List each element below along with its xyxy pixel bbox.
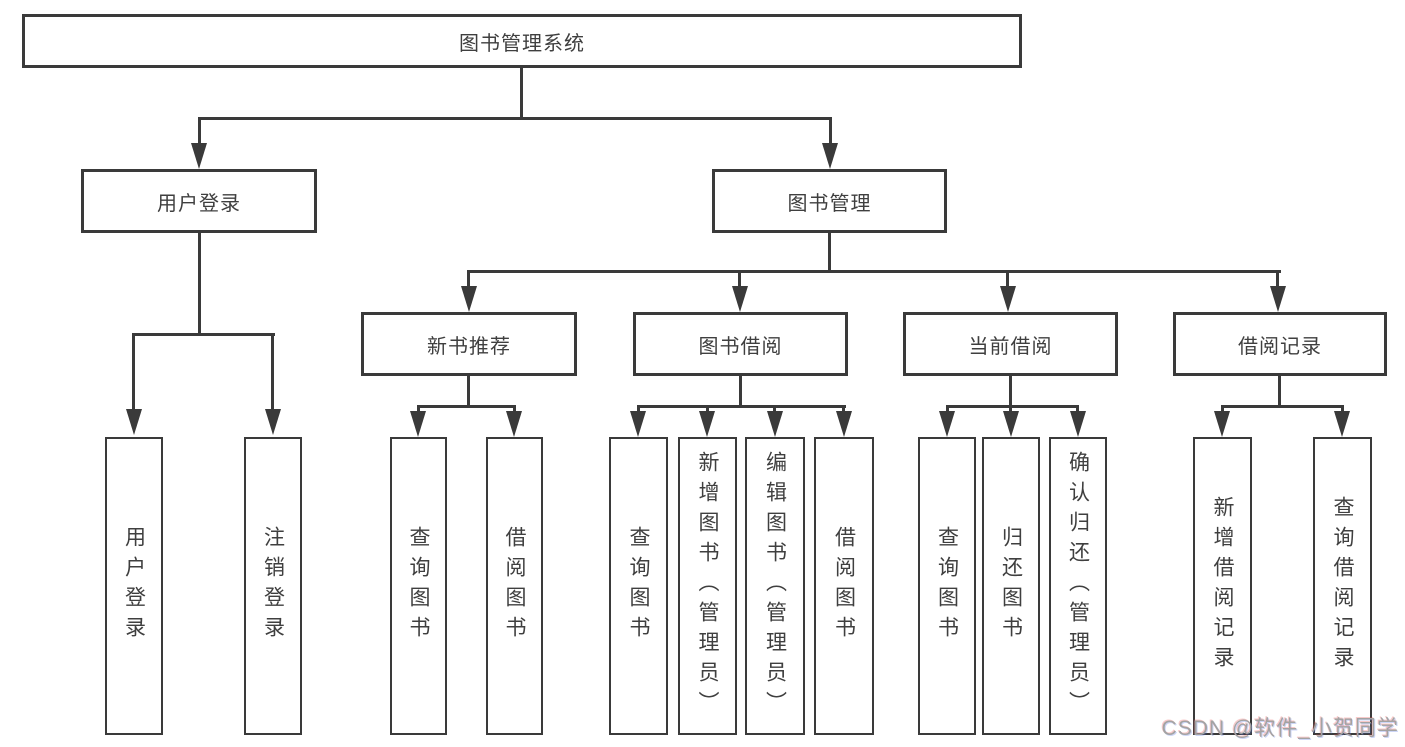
- leaf-newbook-borrow-books: 借阅图书: [486, 437, 543, 735]
- connector-line: [946, 405, 1079, 408]
- connector-line: [1009, 376, 1012, 408]
- node-book-management: 图书管理: [712, 169, 947, 233]
- connector-arrow: [630, 411, 646, 437]
- leaf-records-add-borrow-record: 新增借阅记录: [1193, 437, 1252, 735]
- connector-line: [1276, 270, 1279, 290]
- connector-line: [271, 333, 274, 411]
- node-current-borrowing: 当前借阅: [903, 312, 1118, 376]
- connector-line: [513, 405, 516, 414]
- connector-line: [198, 117, 201, 147]
- connector-line: [417, 405, 420, 414]
- connector-arrow: [461, 286, 477, 312]
- connector-line: [468, 270, 1281, 273]
- node-label: 查询图书: [627, 526, 650, 646]
- connector-line: [467, 376, 470, 408]
- connector-line: [773, 405, 776, 414]
- connector-line: [1278, 376, 1281, 408]
- connector-line: [637, 405, 846, 408]
- csdn-watermark: CSDN @软件_小贺同学: [1161, 717, 1399, 740]
- connector-line: [829, 117, 832, 147]
- connector-arrow: [265, 409, 281, 435]
- node-label: 图书管理系统: [459, 32, 585, 55]
- connector-arrow: [506, 411, 522, 437]
- node-user-login: 用户登录: [81, 169, 317, 233]
- node-new-book-recommend: 新书推荐: [361, 312, 577, 376]
- connector-arrow: [1214, 411, 1230, 437]
- leaf-borrowing-borrow-books: 借阅图书: [814, 437, 874, 735]
- node-label: 当前借阅: [968, 335, 1053, 358]
- connector-line: [842, 405, 845, 414]
- connector-arrow: [939, 411, 955, 437]
- leaf-borrowing-add-books-admin: 新增图书（管理员）: [678, 437, 737, 735]
- node-label: 图书借阅: [698, 335, 783, 358]
- connector-arrow: [126, 409, 142, 435]
- connector-line: [417, 405, 516, 408]
- node-label: 新书推荐: [427, 335, 511, 358]
- node-label: 编辑图书（管理员）: [763, 451, 787, 721]
- node-label: 新增图书（管理员）: [696, 451, 719, 721]
- leaf-current-return-books: 归还图书: [982, 437, 1040, 735]
- connector-arrow: [767, 411, 783, 437]
- leaf-current-query-books: 查询图书: [918, 437, 976, 735]
- node-label: 新增借阅记录: [1211, 496, 1234, 676]
- node-label: 确认归还（管理员）: [1066, 451, 1090, 721]
- leaf-borrowing-edit-books-admin: 编辑图书（管理员）: [745, 437, 805, 735]
- node-label: 用户登录: [122, 526, 146, 646]
- connector-arrow: [822, 143, 838, 169]
- connector-arrow: [836, 411, 852, 437]
- connector-line: [1076, 405, 1079, 414]
- connector-arrow: [732, 286, 748, 312]
- node-label: 图书管理: [787, 192, 872, 215]
- connector-line: [739, 376, 742, 408]
- connector-arrow: [1070, 411, 1086, 437]
- connector-line: [520, 68, 523, 117]
- leaf-records-query-borrow-record: 查询借阅记录: [1313, 437, 1372, 735]
- connector-line: [132, 333, 135, 411]
- node-label: 借阅图书: [503, 526, 526, 646]
- connector-arrow: [699, 411, 715, 437]
- node-label: 归还图书: [999, 526, 1023, 646]
- node-label: 查询借阅记录: [1331, 496, 1354, 676]
- node-label: 用户登录: [157, 192, 241, 215]
- node-root-library-system: 图书管理系统: [22, 14, 1022, 68]
- connector-arrow: [191, 143, 207, 169]
- connector-line: [1341, 405, 1344, 414]
- connector-line: [199, 117, 832, 120]
- connector-line: [467, 270, 470, 290]
- connector-arrow: [1003, 411, 1019, 437]
- connector-line: [946, 405, 949, 414]
- connector-arrow: [1270, 286, 1286, 312]
- leaf-newbook-query-books: 查询图书: [390, 437, 447, 735]
- node-label: 查询图书: [935, 526, 959, 646]
- node-label: 借阅图书: [832, 526, 856, 646]
- node-borrowing-records: 借阅记录: [1173, 312, 1387, 376]
- connector-line: [1009, 405, 1012, 414]
- connector-line: [1221, 405, 1343, 408]
- node-label: 借阅记录: [1238, 335, 1322, 358]
- connector-line: [828, 233, 831, 272]
- leaf-logout: 注销登录: [244, 437, 302, 735]
- connector-line: [1006, 270, 1009, 290]
- connector-line: [1221, 405, 1224, 414]
- leaf-user-login: 用户登录: [105, 437, 163, 735]
- node-label: 查询图书: [407, 526, 430, 646]
- leaf-borrowing-query-books: 查询图书: [609, 437, 668, 735]
- node-book-borrowing: 图书借阅: [633, 312, 848, 376]
- leaf-current-confirm-return-admin: 确认归还（管理员）: [1049, 437, 1107, 735]
- node-label: 注销登录: [261, 526, 285, 646]
- connector-arrow: [1334, 411, 1350, 437]
- connector-line: [738, 270, 741, 290]
- connector-line: [706, 405, 709, 414]
- connector-arrow: [410, 411, 426, 437]
- connector-line: [133, 333, 275, 336]
- connector-line: [198, 233, 201, 336]
- connector-line: [637, 405, 640, 414]
- connector-arrow: [1000, 286, 1016, 312]
